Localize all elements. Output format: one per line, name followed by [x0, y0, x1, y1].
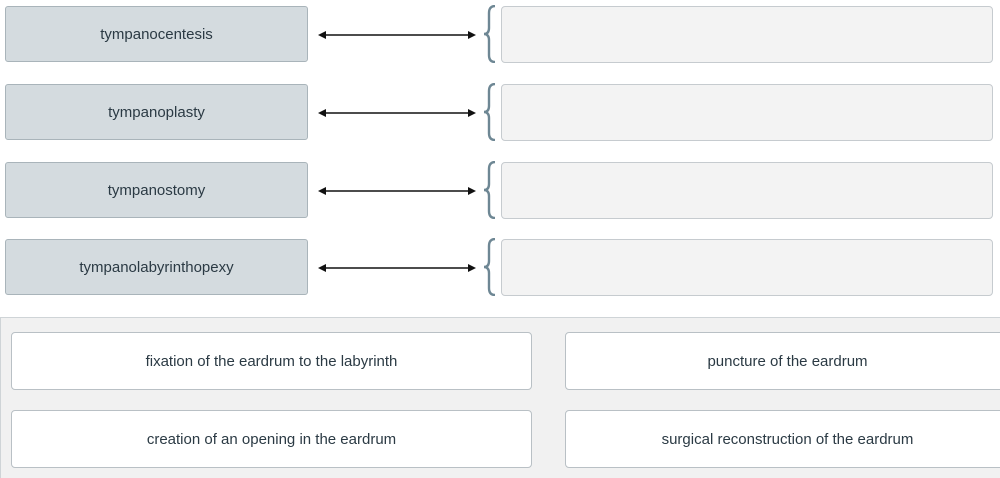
brace-icon [483, 161, 496, 219]
brace-icon [483, 83, 496, 141]
choice-reconstruction[interactable]: surgical reconstruction of the eardrum [565, 410, 1000, 468]
choice-opening[interactable]: creation of an opening in the eardrum [11, 410, 532, 468]
double-arrow-icon [318, 31, 476, 39]
answer-bank: fixation of the eardrum to the labyrinth… [0, 317, 1000, 478]
brace-icon [483, 238, 496, 296]
term-tympanolabyrinthopexy: tympanolabyrinthopexy [5, 239, 308, 295]
brace-icon [483, 5, 496, 63]
double-arrow-icon [318, 187, 476, 195]
drop-target-1[interactable] [501, 6, 993, 63]
term-tympanoplasty: tympanoplasty [5, 84, 308, 140]
double-arrow-icon [318, 109, 476, 117]
drop-target-2[interactable] [501, 84, 993, 141]
double-arrow-icon [318, 264, 476, 272]
term-tympanostomy: tympanostomy [5, 162, 308, 218]
term-tympanocentesis: tympanocentesis [5, 6, 308, 62]
drop-target-3[interactable] [501, 162, 993, 219]
choice-puncture[interactable]: puncture of the eardrum [565, 332, 1000, 390]
drop-target-4[interactable] [501, 239, 993, 296]
choice-fixation[interactable]: fixation of the eardrum to the labyrinth [11, 332, 532, 390]
